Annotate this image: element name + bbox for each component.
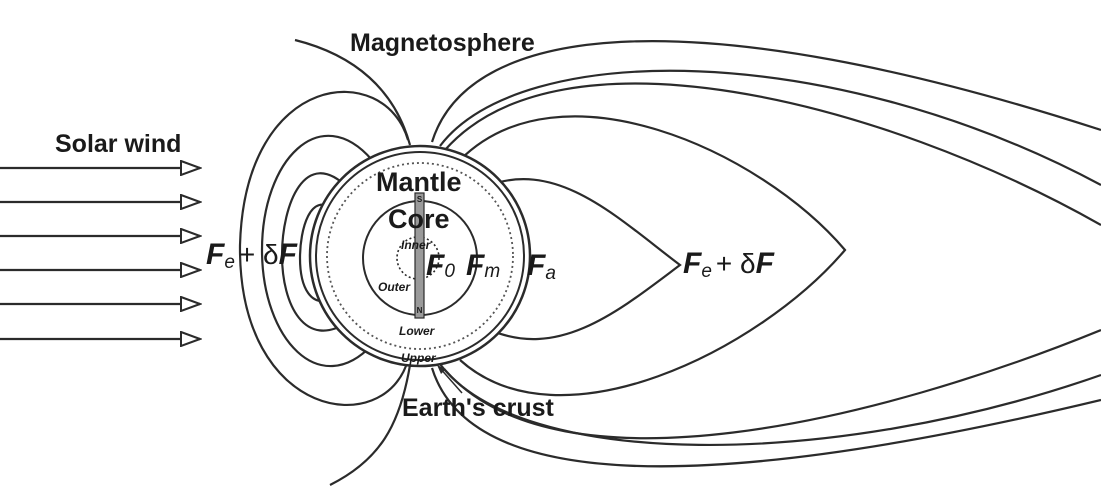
field-line <box>298 203 336 303</box>
field-line <box>329 364 412 486</box>
crust-pointer-head <box>437 365 446 374</box>
pole-s-label: S <box>417 195 423 204</box>
field-line <box>430 40 1101 143</box>
magnetosphere-label: Magnetosphere <box>350 29 535 57</box>
field-line <box>489 178 682 341</box>
left-field-label: Fe+ δF <box>206 238 298 273</box>
crust-pointer <box>437 365 463 394</box>
field-line <box>260 134 373 368</box>
solar-wind-label: Solar wind <box>55 130 181 158</box>
mantle-label: Mantle <box>376 167 462 197</box>
solar-wind-arrows <box>0 168 200 339</box>
fm-label: Fm <box>466 249 500 282</box>
field-line <box>430 367 1101 468</box>
outer-core-label: Outer <box>378 280 411 294</box>
field-line <box>444 82 1101 226</box>
dayside-field-lines <box>238 38 412 486</box>
bar-magnet <box>414 192 425 319</box>
f0-label: F0 <box>426 249 455 282</box>
nightside-field-lines <box>430 40 1101 468</box>
field-line <box>444 328 1101 440</box>
inner-core-label: Inner <box>401 238 432 252</box>
earth: S N <box>308 144 532 368</box>
right-field-label: Fe+ δF <box>683 247 775 282</box>
crust-inner-boundary <box>315 151 525 361</box>
upper-lower-mantle-boundary <box>326 162 514 350</box>
field-line <box>459 115 847 397</box>
upper-mantle-label: Upper <box>401 351 437 365</box>
earths-crust-label: Earth's crust <box>402 394 555 422</box>
field-line <box>439 363 1101 446</box>
field-line <box>439 69 1101 186</box>
field-line <box>294 38 412 146</box>
lower-mantle-label: Lower <box>399 324 436 338</box>
pole-n-label: N <box>417 306 423 315</box>
field-line <box>238 90 410 406</box>
field-line <box>280 172 349 332</box>
core-label: Core <box>388 204 450 234</box>
fa-label: Fa <box>527 249 556 284</box>
